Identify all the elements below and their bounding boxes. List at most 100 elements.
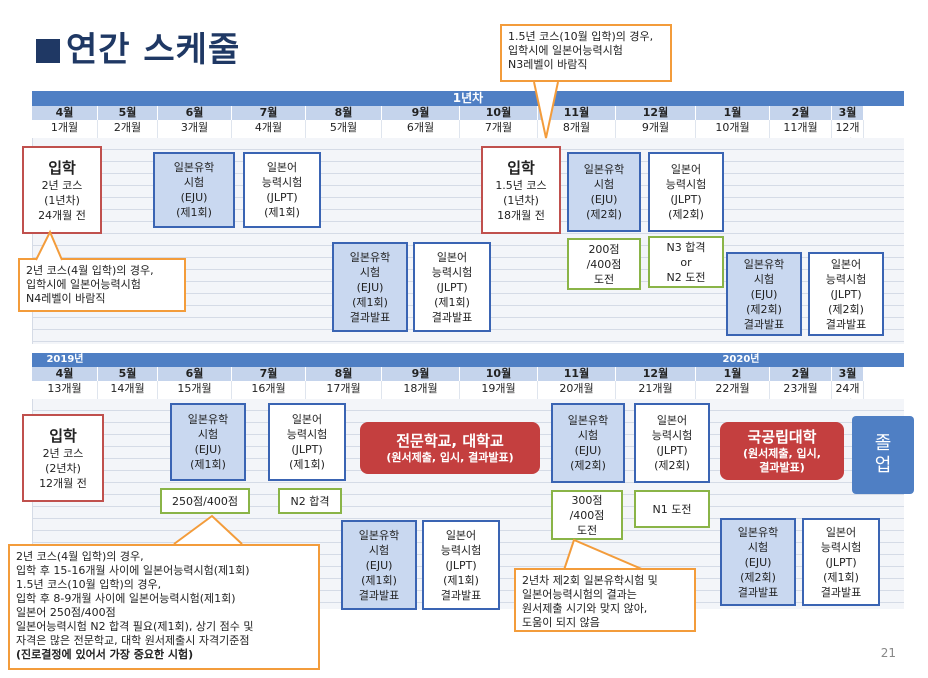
box-line: 2년 코스 (42, 446, 84, 460)
box-line: 결과발표 (737, 585, 779, 599)
box-line: (제1회) (190, 458, 226, 471)
box-line: (EJU) (744, 555, 772, 569)
age-cell: 13개월 (32, 381, 98, 399)
note-line: 원서제출 시기와 맞지 않아, (522, 602, 648, 615)
age-cell: 5개월 (306, 120, 382, 138)
box-line: (제1회) (443, 573, 479, 587)
box-line: (2년차) (45, 461, 81, 475)
grad-char: 업 (874, 455, 892, 476)
note-2yr-course: 2년 코스(4월 입학)의 경우, 입학시에 일본어능력시험 N4레벨이 바람직 (18, 258, 186, 312)
box-line: (JLPT) (291, 443, 323, 456)
note-2nd-year-exams: 2년차 제2회 일본유학시험 및 일본어능력시험의 결과는 원서제출 시기와 맞… (514, 568, 696, 632)
box-line: 일본유학 (358, 528, 400, 542)
month-cell: 7월 (232, 106, 306, 120)
box-line: 2년 코스 (41, 178, 83, 192)
box-line: 결과발표 (820, 585, 862, 599)
year-1-bar: 1년차 (32, 91, 904, 106)
box-line: (제2회) (586, 208, 622, 221)
box-line: 200점 (588, 242, 620, 256)
box-line: 24개월 전 (38, 208, 86, 222)
month-cell: 11월 (538, 106, 616, 120)
box-line: 결과발표 (358, 588, 400, 602)
age-cell: 1개월 (32, 120, 98, 138)
note-line: 일본어능력시험 N2 합격 필요(제1회), 상기 점수 및 (16, 620, 254, 633)
note-line: 2년차 제2회 일본유학시험 및 (522, 574, 658, 587)
box-line: (제1회) (361, 573, 397, 587)
note-line: 1.5년 코스(10월 입학)의 경우, (508, 30, 654, 43)
month-cell: 4월 (32, 367, 98, 381)
enroll-2yr-box: 입학 2년 코스 (1년차) 24개월 전 (22, 146, 102, 234)
page-number: 21 (880, 646, 896, 660)
box-line: 일본어 (436, 250, 468, 264)
age-cell: 3개월 (158, 120, 232, 138)
box-line: 일본유학 (567, 414, 609, 427)
graduation-box: 졸 업 (852, 416, 914, 494)
month-cell: 4월 (32, 106, 98, 120)
box-line: 일본어 (825, 525, 857, 539)
enroll-title: 입학 (507, 158, 535, 177)
box-line: 결과발표 (743, 317, 785, 331)
month-cell: 12월 (616, 106, 696, 120)
box-line: 일본유학 (743, 257, 785, 271)
note-line: N3레벨이 바람직 (508, 58, 588, 71)
national-univ-box: 국공립대학 (원서제출, 입시, 결과발표) (720, 422, 844, 480)
box-line: 일본유학 (737, 525, 779, 539)
note-arrow-icon (533, 81, 559, 139)
box-line: (제2회) (746, 302, 782, 316)
box-line: 12개월 전 (39, 476, 87, 490)
box-line: (제2회) (668, 208, 704, 221)
box-line: 18개월 전 (497, 208, 545, 222)
box-line: (제2회) (570, 459, 606, 472)
box-line: 시험 (747, 540, 769, 554)
note-jlpt-requirement: 2년 코스(4월 입학)의 경우, 입학 후 15-16개월 사이에 일본어능력… (8, 544, 320, 670)
age-cell: 16개월 (232, 381, 306, 399)
month-cell: 3월 (832, 106, 864, 120)
box-line: (EJU) (590, 193, 618, 206)
box-line: 시험 (183, 176, 205, 189)
box-line: (제2회) (828, 302, 864, 316)
enroll-title: 입학 (49, 426, 77, 445)
box-line: 일본유학 (583, 163, 625, 176)
box-line: 능력시험 (665, 178, 707, 191)
note-line: 입학시에 일본어능력시험 (508, 44, 623, 57)
month-cell: 9월 (382, 106, 460, 120)
note-line: 입학 후 8-9개월 사이에 일본어능력시험(제1회) (16, 592, 236, 605)
box-line: 시험 (593, 178, 615, 191)
box-line: (JLPT) (436, 280, 468, 294)
n2-pass-box: N2 합격 (278, 488, 342, 514)
box-line: 일본어 (670, 163, 702, 176)
bottom-year-bar (98, 353, 710, 367)
box-line: (EJU) (365, 558, 393, 572)
box-line: 일본유학 (187, 413, 229, 426)
box-line: 일본어 (445, 528, 477, 542)
box-line: 결과발표 (431, 310, 473, 324)
box-line: 능력시험 (825, 272, 867, 286)
box-line: 시험 (753, 272, 775, 286)
box-line: 결과발표 (349, 310, 391, 324)
box-line: 일본어 (656, 414, 688, 427)
year-2019-label: 2019년 (32, 353, 98, 367)
box-line: 결과발표 (825, 317, 867, 331)
age-cell: 24개월 (832, 381, 864, 411)
box-line: 일본유학 (173, 161, 215, 174)
age-cell: 9개월 (616, 120, 696, 138)
box-line: (제1회) (176, 206, 212, 219)
age-cell: 18개월 (382, 381, 460, 399)
age-cell: 23개월 (770, 381, 832, 399)
month-cell: 1월 (696, 367, 770, 381)
age-cell: 4개월 (232, 120, 306, 138)
age-cell: 20개월 (538, 381, 616, 399)
page-title: 연간 스케줄 (36, 22, 240, 71)
month-cell: 2월 (770, 367, 832, 381)
box-line: 일본어 (830, 257, 862, 271)
